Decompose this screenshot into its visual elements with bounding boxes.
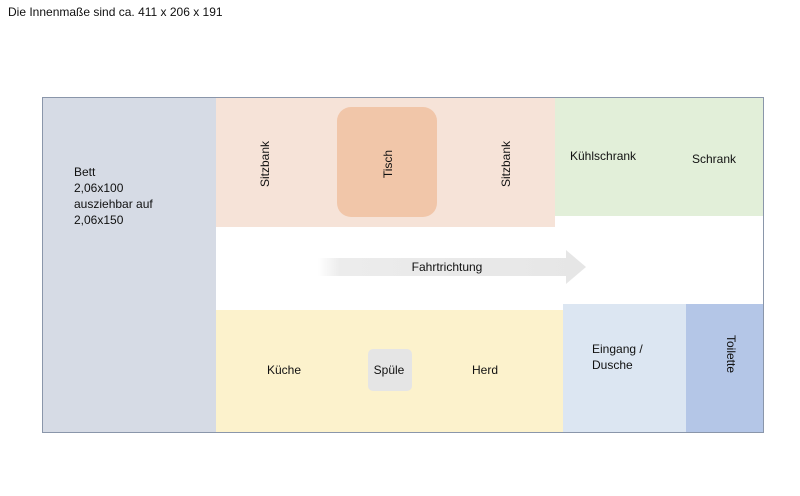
herd-label: Herd: [471, 363, 499, 377]
sitzbank-left-label: Sitzbank: [258, 140, 272, 188]
zone-tisch: [337, 107, 437, 217]
bett-label-line-1: Bett: [74, 165, 96, 179]
zone-kuehlschrank-schrank: [555, 98, 763, 216]
tisch-label: Tisch: [381, 149, 395, 179]
zone-spuele: [368, 349, 412, 391]
zone-bett: [43, 98, 216, 432]
zone-eingang-dusche: [563, 304, 686, 432]
kueche-label: Küche: [266, 363, 302, 377]
zone-toilette: [686, 304, 763, 432]
bett-label-line-4: 2,06x150: [74, 213, 124, 227]
toilette-label: Toilette: [724, 334, 738, 374]
caption-interior-dimensions: Die Innenmaße sind ca. 411 x 206 x 191: [8, 5, 223, 19]
spuele-label: Spüle: [373, 363, 405, 377]
arrow-right-icon: [318, 250, 586, 284]
eingang-label-line-2: Dusche: [592, 358, 633, 372]
eingang-label-line-1: Eingang /: [592, 342, 643, 356]
sitzbank-right-label: Sitzbank: [499, 140, 513, 188]
schrank-label: Schrank: [692, 152, 737, 166]
kuehlschrank-label: Kühlschrank: [570, 149, 637, 163]
bett-label: Bett 2,06x100 ausziehbar auf 2,06x150: [74, 164, 153, 228]
floor-plan-frame: [42, 97, 764, 433]
bett-label-line-3: ausziehbar auf: [74, 197, 153, 211]
fahrtrichtung-label: Fahrtrichtung: [411, 260, 483, 274]
eingang-label: Eingang / Dusche: [592, 341, 643, 373]
direction-arrow: [318, 250, 586, 284]
bett-label-line-2: 2,06x100: [74, 181, 124, 195]
